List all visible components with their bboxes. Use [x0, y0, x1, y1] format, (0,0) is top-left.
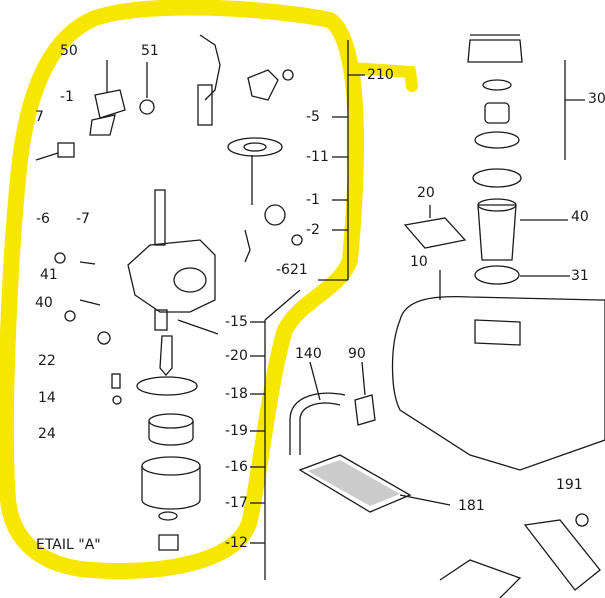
callout-17: -17	[225, 495, 248, 511]
highlight-outline	[0, 0, 364, 579]
fuel-tank-10	[391, 295, 605, 471]
callout-16: -16	[225, 459, 248, 475]
clamp-90	[354, 394, 376, 426]
callout-140: 140	[295, 346, 322, 362]
callout-30: 30	[588, 91, 605, 107]
callout-40: 40	[35, 295, 53, 311]
small-screw	[282, 69, 294, 81]
callout-41: 41	[40, 267, 58, 283]
washer-51	[139, 99, 155, 115]
callout-31: 31	[571, 268, 589, 284]
throttle-shaft	[197, 84, 213, 126]
bolt-191	[575, 513, 589, 527]
callout-12: -12	[225, 535, 248, 551]
callout-191: 191	[556, 477, 583, 493]
pin-14	[111, 373, 121, 389]
callout-22: 22	[38, 353, 56, 369]
spring-41	[79, 299, 101, 306]
callout-15: -15	[225, 314, 248, 330]
cap-filter	[484, 102, 510, 124]
bowl-16	[141, 466, 201, 510]
hose-140-outer	[289, 392, 346, 455]
throttle-lever	[199, 34, 221, 101]
callout-20-right: 20	[417, 185, 435, 201]
choke-lever	[89, 114, 116, 136]
diaphragm-11	[227, 137, 283, 157]
float-top	[148, 413, 194, 429]
float-bowl-stem	[154, 309, 168, 331]
choke-body	[94, 89, 126, 119]
cap-gasket	[474, 131, 520, 149]
cushion-181	[298, 454, 412, 513]
carburetor-bore	[173, 267, 207, 293]
callout-6: -6	[36, 211, 50, 227]
spring-621	[244, 229, 251, 263]
callout-7b: -7	[76, 211, 90, 227]
cap-seal	[472, 168, 522, 188]
sticker-20	[403, 217, 467, 249]
bracket-part	[523, 519, 601, 591]
nut-12	[158, 534, 179, 551]
needle-valve-20	[159, 335, 173, 376]
diaphragm-center	[243, 142, 267, 152]
cap-washer	[482, 79, 512, 91]
bowl-top	[141, 456, 201, 476]
screw-6	[54, 252, 66, 264]
callout-5: -5	[306, 109, 320, 125]
screw-22	[97, 331, 111, 345]
spring-part	[35, 152, 59, 161]
hose-140	[299, 402, 341, 455]
screw-40	[64, 310, 76, 322]
callout-10: 10	[410, 254, 428, 270]
callout-18: -18	[225, 386, 248, 402]
leader-line	[361, 361, 366, 396]
callout-1b: -1	[306, 192, 320, 208]
lever-plate	[247, 69, 279, 101]
leader-line	[309, 361, 321, 401]
clip-24	[112, 395, 122, 405]
callout-2: -2	[306, 222, 320, 238]
jet-tube	[154, 189, 166, 246]
callout-210: 210	[367, 67, 394, 83]
callout-19: -19	[225, 423, 248, 439]
chain-part	[439, 559, 522, 598]
bracket-line	[264, 289, 301, 321]
detail-caption: ETAIL "A"	[36, 537, 101, 553]
nut-part	[57, 142, 75, 158]
callout-7: 7	[35, 109, 44, 125]
fuel-cap	[467, 39, 523, 63]
carburetor-body	[127, 239, 216, 313]
callout-621: -621	[276, 262, 308, 278]
highlight-tab	[346, 62, 418, 92]
cushion-fill	[308, 460, 400, 506]
rod-15	[177, 319, 219, 335]
spring-7	[79, 261, 96, 265]
screw-part	[291, 234, 303, 246]
callout-40-right: 40	[571, 209, 589, 225]
callout-1: -1	[60, 89, 74, 105]
callout-20: -20	[225, 348, 248, 364]
plug-part	[264, 204, 286, 226]
callout-24: 24	[38, 426, 56, 442]
callout-50: 50	[60, 43, 78, 59]
float-19	[148, 421, 194, 446]
callout-51: 51	[141, 43, 159, 59]
ring-31	[474, 265, 520, 285]
washer-17	[158, 511, 178, 521]
callout-181: 181	[458, 498, 485, 514]
strainer-40	[477, 204, 517, 261]
strainer-rim	[477, 198, 517, 212]
callout-90: 90	[348, 346, 366, 362]
o-ring-18	[136, 376, 198, 396]
callout-11: -11	[306, 149, 329, 165]
tank-filler-neck	[474, 319, 521, 346]
callout-14: 14	[38, 390, 56, 406]
leader-line	[399, 494, 451, 506]
